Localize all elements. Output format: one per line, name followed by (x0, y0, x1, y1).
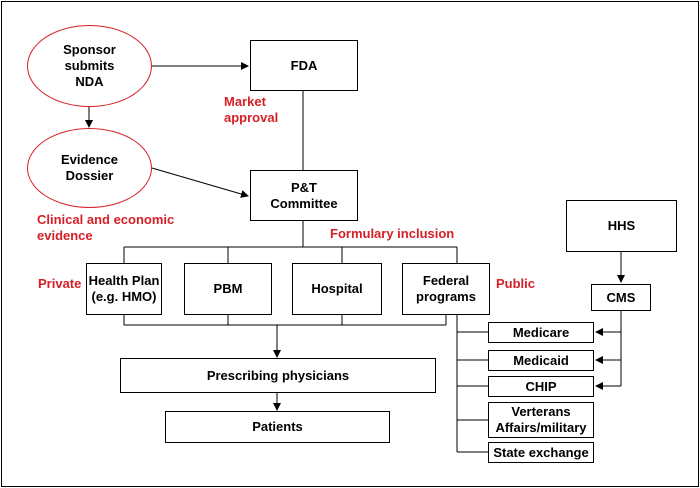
evidence-dossier-node: Evidence Dossier (27, 128, 152, 208)
health-plan-node: Health Plan (e.g. HMO) (86, 263, 162, 315)
federal-programs-node: Federal programs (402, 263, 490, 315)
pt-committee-node: P&T Committee (250, 170, 358, 221)
private-label: Private (38, 276, 82, 291)
fda-node: FDA (250, 40, 358, 91)
medicaid-node: Medicaid (488, 350, 594, 371)
hospital-node: Hospital (292, 263, 382, 315)
prescribing-physicians-node: Prescribing physicians (120, 358, 436, 393)
chip-node: CHIP (488, 376, 594, 397)
sponsor-submits-nda-node: Sponsor submits NDA (27, 25, 152, 107)
veterans-affairs-node: Verterans Affairs/military (488, 402, 594, 438)
pbm-node: PBM (184, 263, 272, 315)
patients-node: Patients (165, 411, 390, 443)
arrow-evidence-pt (151, 167, 249, 198)
formulary-inclusion-label: Formulary inclusion (330, 226, 455, 241)
state-exchange-node: State exchange (488, 442, 594, 463)
medicare-node: Medicare (488, 322, 594, 343)
market-approval-label: Market approval (224, 94, 279, 125)
clinical-economic-evidence-label: Clinical and economic evidence (37, 212, 175, 243)
hhs-node: HHS (566, 200, 677, 252)
cms-node: CMS (591, 284, 651, 311)
public-label: Public (496, 276, 536, 291)
